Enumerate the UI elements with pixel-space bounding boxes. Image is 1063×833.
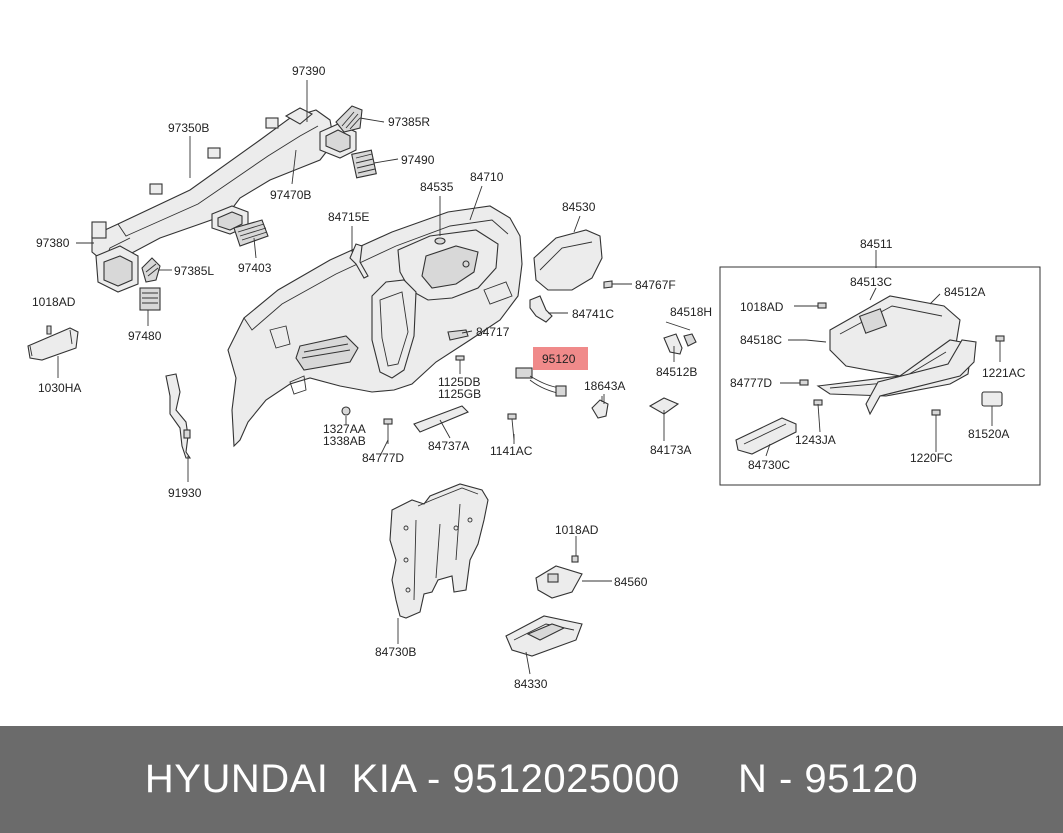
label-84330: 84330 — [514, 677, 548, 691]
screw-84767F — [603, 280, 626, 289]
label-84715E: 84715E — [328, 210, 369, 224]
label-97385R: 97385R — [388, 115, 430, 129]
crash-pad-84710 — [227, 205, 523, 448]
nut-1327AA — [341, 406, 351, 416]
exploded-parts-diagram: 97390 97350B 97385R 97490 97470B 97380 9… — [27, 64, 1041, 691]
glove-box-group-frame — [719, 266, 1041, 486]
bracket-84512B — [663, 333, 697, 355]
lid-panel-84512A — [865, 339, 977, 416]
label-97490: 97490 — [401, 153, 435, 167]
bracket-84730C — [735, 417, 797, 455]
switch-18643A — [591, 396, 609, 419]
screw-1018AD-lower — [571, 555, 579, 563]
label-81520A: 81520A — [968, 427, 1009, 441]
label-18643A: 18643A — [584, 379, 625, 393]
bracket-1030HA — [27, 325, 79, 361]
screw-1141AC — [507, 413, 517, 441]
label-97385L: 97385L — [174, 264, 214, 278]
screw-1221AC — [995, 335, 1005, 362]
screw-84777D-box — [799, 379, 809, 386]
label-1030HA: 1030HA — [38, 381, 81, 395]
label-1327AA: 1327AA — [323, 422, 366, 436]
label-84767F: 84767F — [635, 278, 676, 292]
label-1220FC: 1220FC — [910, 451, 953, 465]
label-97403: 97403 — [238, 261, 272, 275]
label-84513C: 84513C — [850, 275, 892, 289]
clip-84715E — [349, 243, 369, 279]
label-97390: 97390 — [292, 64, 326, 78]
label-1125GB: 1125GB — [438, 387, 481, 401]
label-84518H: 84518H — [670, 305, 712, 319]
label-84777D-box: 84777D — [730, 376, 772, 390]
vent-97385R — [335, 105, 363, 133]
label-1221AC: 1221AC — [982, 366, 1026, 380]
screw-1018AD-box — [817, 302, 827, 309]
label-84560: 84560 — [614, 575, 648, 589]
bolt-1220FC — [931, 409, 941, 446]
label-1018AD-box: 1018AD — [740, 300, 784, 314]
part-number-text: HYUNDAI KIA - 9512025000 N - 95120 — [144, 757, 919, 801]
bumper-81520A — [981, 391, 1003, 407]
center-bracket-84730B — [389, 483, 489, 619]
label-84518C: 84518C — [740, 333, 782, 347]
bracket-84560 — [535, 565, 583, 599]
part-number-banner: HYUNDAI KIA - 9512025000 N - 95120 — [0, 726, 1063, 833]
label-97480: 97480 — [128, 329, 162, 343]
cover-84530 — [533, 229, 603, 291]
vent-97385L — [141, 257, 161, 283]
label-97380: 97380 — [36, 236, 70, 250]
label-84173A: 84173A — [650, 443, 691, 457]
vent-97403 — [233, 219, 269, 247]
label-84710: 84710 — [470, 170, 504, 184]
label-84737A: 84737A — [428, 439, 469, 453]
label-1338AB: 1338AB — [323, 434, 366, 448]
screw-84518C — [805, 339, 827, 343]
label-97350B: 97350B — [168, 121, 209, 135]
vent-97480 — [139, 287, 161, 311]
label-1243JA: 1243JA — [795, 433, 836, 447]
label-84535: 84535 — [420, 180, 454, 194]
label-84730C: 84730C — [748, 458, 790, 472]
highlight-box-95120 — [533, 347, 588, 370]
label-1125DB: 1125DB — [438, 375, 480, 389]
bracket-84741C — [529, 295, 553, 323]
vent-97490 — [351, 149, 377, 179]
leader-lines — [57, 80, 993, 675]
air-duct-assembly — [91, 107, 357, 293]
label-91930: 91930 — [168, 486, 202, 500]
label-1018AD-lower: 1018AD — [555, 523, 599, 537]
label-84730B: 84730B — [375, 645, 416, 659]
bracket-91930 — [165, 373, 192, 459]
label-84741C: 84741C — [572, 307, 614, 321]
wiring-harness-95120 — [515, 367, 567, 397]
label-95120: 95120 — [542, 352, 576, 366]
label-84512A: 84512A — [944, 285, 985, 299]
bracket-84737A — [413, 405, 469, 433]
label-84511: 84511 — [860, 237, 893, 251]
label-1018AD-left: 1018AD — [32, 295, 76, 309]
callout-labels: 97390 97350B 97385R 97490 97470B 97380 9… — [32, 64, 1026, 691]
bolt-1125DB — [455, 355, 465, 374]
label-84777D-left: 84777D — [362, 451, 404, 465]
tray-84330 — [505, 615, 583, 657]
pad-84173A — [648, 397, 680, 415]
label-84717: 84717 — [476, 325, 510, 339]
label-1141AC: 1141AC — [490, 444, 533, 458]
label-84512B: 84512B — [656, 365, 697, 379]
label-84530: 84530 — [562, 200, 596, 214]
label-97470B: 97470B — [270, 188, 311, 202]
